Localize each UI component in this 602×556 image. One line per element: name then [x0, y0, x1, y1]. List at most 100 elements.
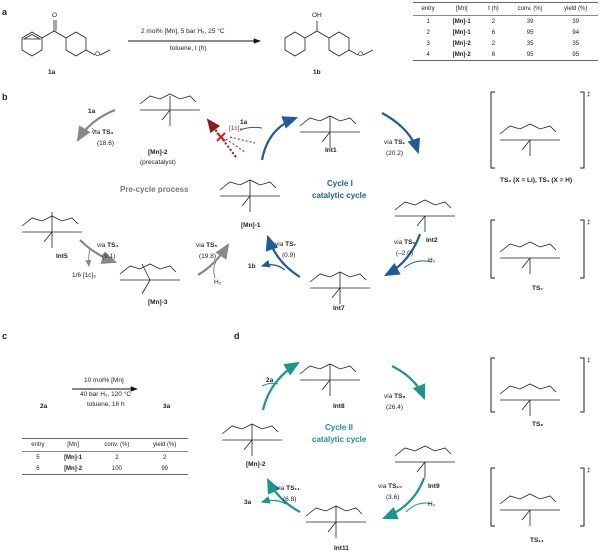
col-header: conv. (%) [506, 2, 554, 16]
cell: 35 [526, 40, 534, 47]
col-header: entry [22, 438, 54, 452]
cell: 2 [426, 29, 430, 36]
dagger-ts7: ‡ [587, 219, 591, 226]
label-mn1: [Mn]-1 [241, 222, 261, 229]
table-a: entry [Mn] t (h) conv. (%) yield (%) 1[M… [413, 2, 598, 61]
cycle2-title: Cycle II [325, 423, 354, 432]
label-int8: Int8 [333, 403, 345, 410]
panel-label-a: a [2, 7, 8, 17]
arrow-int7-to-mn1 [265, 234, 301, 278]
cell: [Mn]-1 [452, 18, 471, 25]
arrow-int8-to-int9 [391, 365, 426, 401]
reagent-1a-cycle: 1a [240, 119, 248, 126]
energy-ts11: (6.8) [283, 496, 297, 503]
cell: [Mn]-2 [64, 465, 83, 472]
panel-label-d: d [234, 331, 240, 341]
table-row: 4 [Mn]-2 6 95 95 [413, 49, 598, 61]
cell: 2 [491, 18, 496, 25]
cell: 99 [161, 465, 169, 472]
cycle1-title: Cycle I [327, 179, 353, 188]
label-int1: Int1 [325, 147, 337, 154]
reagent-2a: 2a [266, 377, 274, 384]
methoxy-oxygen-1b: O [358, 51, 364, 58]
label-mn2: [Mn]-2 [148, 149, 168, 156]
precycle-title: Pre-cycle process [120, 185, 189, 194]
step-ts10: via TS₁₀ [378, 483, 403, 490]
table-row: 1 [Mn]-1 2 39 39 [413, 16, 598, 28]
step-ts1: via TS₁ [384, 139, 406, 146]
col-header: entry [413, 2, 444, 16]
cell: 5 [36, 454, 40, 461]
col-header: [Mn] [443, 2, 481, 16]
carbonyl-oxygen: O [52, 12, 58, 19]
reagent-h2-d: H₂ [428, 501, 436, 508]
col-header: t (h) [480, 2, 507, 16]
energy-ts3: (18.6) [97, 140, 114, 147]
cell: 95 [526, 29, 534, 36]
cell: [Mn]-1 [452, 29, 471, 36]
conditions-a-bottom: toluene, t (h) [170, 45, 207, 52]
byproduct-1c: 1/6 [1c]₆ [72, 272, 96, 279]
cell: 6 [36, 465, 40, 472]
cycle1-subtitle: catalytic cycle [312, 191, 367, 200]
dagger-ts11: ‡ [587, 467, 591, 474]
arrow-mn2-to-int8 [261, 361, 300, 411]
cell: 2 [491, 40, 496, 47]
energy-ts8: (26.4) [386, 404, 403, 411]
reagent-h2-cycle: H₂ [428, 257, 436, 264]
product-3a: 3a [244, 499, 252, 506]
step-ts8: via TS₈ [384, 393, 406, 400]
label-int2: Int2 [426, 237, 438, 244]
conditions-c-top: 10 mol% [Mn] [84, 377, 124, 384]
arrow-int2-to-int7 [384, 233, 422, 277]
caption-ts3-ts1: TS₃ (X = Li), TS₁ (X = H) [500, 177, 573, 184]
cell: 3 [426, 40, 430, 47]
cell: 39 [526, 18, 534, 25]
col-header: conv. (%) [92, 438, 142, 452]
mn-complex-skeletons [21, 93, 560, 538]
energy-ts10: (3.6) [386, 494, 400, 501]
step-ts11: via TS₁₁ [276, 485, 300, 492]
cell: 6 [491, 51, 496, 58]
caption-ts8: TS₈ [532, 421, 544, 428]
methoxy-oxygen-1a: O [95, 51, 101, 58]
conditions-c-bottom: toluene, 16 h [87, 401, 125, 408]
label-1a: 1a [48, 69, 56, 76]
cell: 95 [572, 51, 580, 58]
arrow-int5-to-mn3 [79, 239, 118, 264]
energy-ts6: (–2.0) [396, 250, 413, 257]
arrow-mn1-to-int1 [260, 116, 299, 161]
label-int5: Int5 [56, 253, 68, 260]
conditions-a-top: 2 mol% [Mn], 5 bar H₂, 25 °C [141, 28, 225, 35]
label-int11: Int11 [334, 545, 349, 552]
label-int7: Int7 [333, 305, 345, 312]
label-2a: 2a [40, 403, 48, 410]
step-ts7: via TS₇ [275, 241, 297, 248]
step-ts3: via TS₃ [92, 129, 114, 136]
caption-ts7: TS₇ [532, 285, 543, 292]
panel-label-b: b [2, 92, 8, 102]
cell: 1 [426, 18, 430, 25]
cell: [Mn]-2 [452, 51, 471, 58]
cell: 35 [572, 40, 580, 47]
cell: 4 [426, 51, 430, 58]
panel-label-c: c [2, 331, 8, 341]
energy-ts1: (20.2) [386, 150, 403, 157]
step-ts4: via TS₄ [97, 242, 119, 249]
label-mn3: [Mn]-3 [148, 299, 168, 306]
arrow-mn2-to-int5 [76, 108, 116, 142]
cell: 95 [526, 51, 534, 58]
hydroxyl: OH [312, 12, 322, 19]
arrow-int11-to-mn2 [267, 478, 301, 513]
arrow-int1-to-int2 [381, 112, 421, 155]
cell: [Mn]-1 [64, 454, 83, 461]
reagent-h2-precycle: H₂ [214, 279, 222, 286]
cell: 39 [572, 18, 580, 25]
dagger-ts3: ‡ [587, 91, 591, 98]
cell: 6 [491, 29, 496, 36]
